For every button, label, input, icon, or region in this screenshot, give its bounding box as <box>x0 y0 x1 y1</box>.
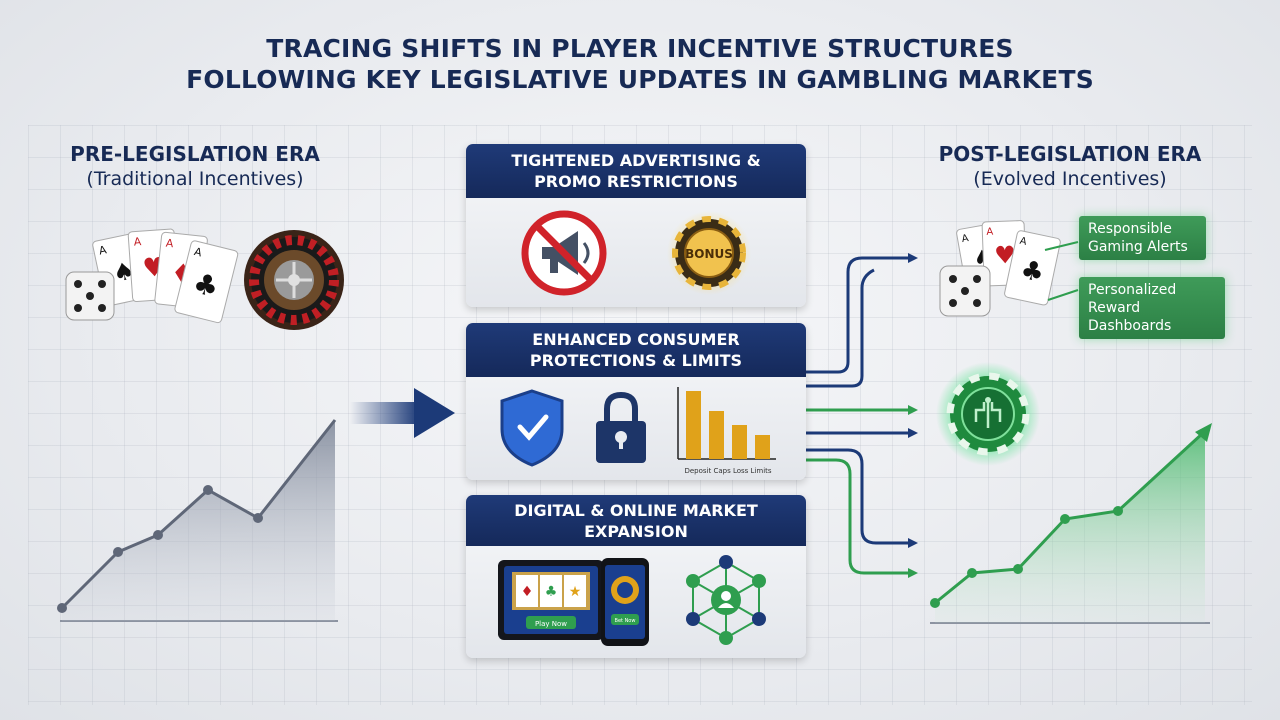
roulette-icon <box>244 230 344 330</box>
transition-arrow <box>350 388 455 438</box>
svg-text:A: A <box>193 245 204 260</box>
dice-icon <box>65 271 115 321</box>
no-megaphone-icon <box>521 210 607 296</box>
pre-legislation-trend-chart <box>57 419 338 622</box>
panel-protections-line-1: ENHANCED CONSUMER <box>532 330 740 349</box>
playing-cards-icon: A ♠ A ♥ A ♦ A ♣ <box>92 228 239 324</box>
badge-dashboards-line-1: Personalized <box>1088 282 1177 298</box>
shield-check-icon <box>500 389 564 467</box>
post-era-heading: POST-LEGISLATION ERA <box>938 142 1202 166</box>
svg-text:A: A <box>961 233 970 245</box>
svg-text:A: A <box>986 227 993 238</box>
padlock-icon <box>596 391 646 463</box>
badge-dashboards-line-2: Reward Dashboards <box>1088 300 1172 334</box>
panel-digital-line-1: DIGITAL & ONLINE MARKET <box>514 500 758 520</box>
panel-digital-icons: ♦ ♣ ★ Play Now Bet Now <box>498 555 766 646</box>
badge-personalized-reward-dashboards: Personalized Reward Dashboards <box>1079 277 1225 339</box>
panel-protections-line-2: PROTECTIONS & LIMITS <box>529 351 743 370</box>
bar-chart-icon: Deposit Caps Loss Limits <box>677 387 776 475</box>
title-line-1: TRACING SHIFTS IN PLAYER INCENTIVE STRUC… <box>266 34 1014 63</box>
pre-era-heading: PRE-LEGISLATION ERA <box>70 142 320 166</box>
badge-connector-lines <box>1044 241 1079 301</box>
svg-text:♦: ♦ <box>521 584 534 600</box>
post-legislation-trend-chart <box>930 423 1212 624</box>
post-era-subtitle: (Evolved Incentives) <box>973 168 1167 190</box>
svg-text:A: A <box>165 237 174 251</box>
panel-consumer-protections: ENHANCED CONSUMER PROTECTIONS & LIMITS D… <box>466 323 806 480</box>
tablet-slots-icon: ♦ ♣ ★ Play Now <box>498 560 604 640</box>
panel-advertising-header: TIGHTENED ADVERTISING & PROMO RESTRICTIO… <box>466 144 806 198</box>
svg-text:♣: ♣ <box>545 584 558 600</box>
post-dice-icon <box>939 265 991 317</box>
page-title: TRACING SHIFTS IN PLAYER INCENTIVE STRUC… <box>0 33 1280 95</box>
badge-alerts-line-1: Responsible <box>1088 221 1172 237</box>
panel-advertising-icons: BONUS <box>521 210 751 296</box>
svg-text:♥: ♥ <box>994 241 1016 270</box>
panel-advertising-line-2: PROMO RESTRICTIONS <box>534 172 738 191</box>
pre-era-title: PRE-LEGISLATION ERA (Traditional Incenti… <box>40 142 350 192</box>
post-era-title: POST-LEGISLATION ERA (Evolved Incentives… <box>910 142 1230 192</box>
panel-digital-header: DIGITAL & ONLINE MARKET EXPANSION <box>466 495 806 546</box>
svg-text:A: A <box>98 243 109 257</box>
badge-alerts-line-2: Gaming Alerts <box>1088 239 1188 255</box>
connector-arrows <box>806 253 918 578</box>
bar-chart-caption: Deposit Caps Loss Limits <box>684 467 771 475</box>
panel-advertising-restrictions: TIGHTENED ADVERTISING & PROMO RESTRICTIO… <box>466 144 806 307</box>
tablet-play-button-label: Play Now <box>535 620 567 628</box>
bonus-chip-icon: BONUS <box>667 211 751 295</box>
svg-text:A: A <box>1019 236 1028 248</box>
phone-bet-button-label: Bet Now <box>615 618 636 624</box>
badge-responsible-gaming-alerts: Responsible Gaming Alerts <box>1079 216 1206 260</box>
green-chip-icon <box>936 362 1040 466</box>
title-line-2: FOLLOWING KEY LEGISLATIVE UPDATES IN GAM… <box>186 65 1094 94</box>
phone-icon: Bet Now <box>601 558 649 646</box>
panel-protections-header: ENHANCED CONSUMER PROTECTIONS & LIMITS <box>466 323 806 377</box>
panel-digital-expansion: DIGITAL & ONLINE MARKET EXPANSION ♦ ♣ ★ … <box>466 495 806 658</box>
svg-text:★: ★ <box>569 584 582 600</box>
panel-protections-icons: Deposit Caps Loss Limits <box>500 387 776 475</box>
pre-era-subtitle: (Traditional Incentives) <box>86 168 304 190</box>
panel-advertising-line-1: TIGHTENED ADVERTISING & <box>511 151 761 170</box>
network-icon <box>686 555 766 645</box>
panel-digital-line-2: EXPANSION <box>584 521 688 541</box>
svg-text:A: A <box>133 235 142 249</box>
bonus-chip-label: BONUS <box>685 247 733 261</box>
